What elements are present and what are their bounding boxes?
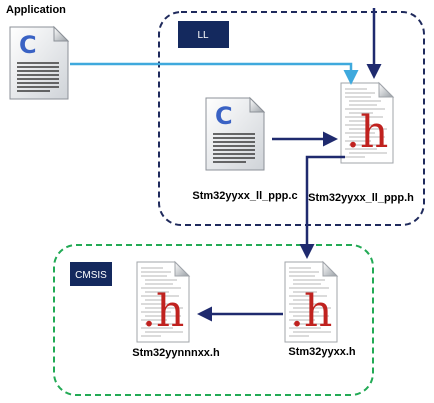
ll-tag (178, 21, 229, 48)
cmsis-tag (70, 262, 112, 286)
ll-h-file-icon (340, 82, 394, 164)
cmsis-h-file-name: Stm32yyxx.h (288, 346, 356, 358)
ll-h-file-name: Stm32yyxx_ll_ppp.h (308, 192, 414, 204)
ll-group-box (158, 11, 425, 226)
cmsis-h-file-icon (284, 261, 338, 343)
application-label: Application (6, 4, 66, 16)
device-h-file-icon (136, 261, 190, 343)
arrow-application-to-ll-header (70, 62, 359, 85)
cmsis-group-box (53, 244, 374, 396)
device-h-file-name: Stm32yynnnxx.h (132, 347, 220, 359)
cmsis-tag-label: CMSIS (75, 270, 107, 281)
ll-c-file-icon (205, 97, 265, 171)
ll-tag-label: LL (197, 30, 209, 41)
ll-c-file-name: Stm32yyxx_ll_ppp.c (192, 190, 297, 202)
arrow-ll-header-to-cmsis-header (299, 155, 345, 259)
application-c-file-icon (9, 26, 69, 100)
